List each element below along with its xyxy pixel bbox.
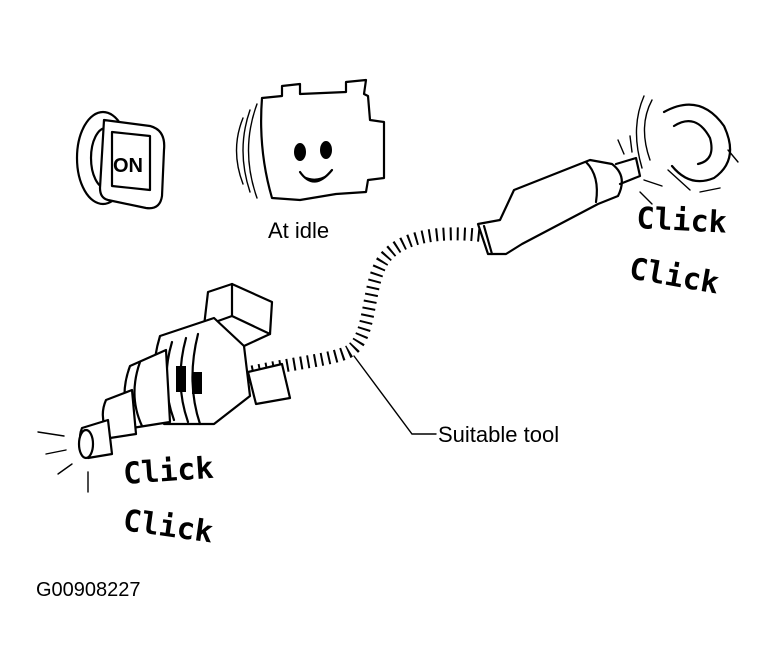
at-idle-label: At idle [268, 218, 329, 243]
click-label-top-2: Click [627, 251, 722, 301]
click-label-top-1: Click [636, 201, 728, 241]
key-on-label: ON [113, 155, 143, 177]
click-label-bottom-2: Click [121, 503, 215, 550]
fuel-injector-icon [37, 282, 292, 493]
figure-id-label: G00908227 [36, 579, 141, 601]
suitable-tool-label: Suitable tool [438, 422, 559, 447]
tool-leader-line [353, 355, 437, 435]
stethoscope-tool-icon [250, 95, 739, 379]
engine-idle-icon: At idle [235, 78, 386, 243]
ignition-key-icon: ON [75, 110, 166, 210]
click-label-bottom-1: Click [122, 451, 215, 492]
